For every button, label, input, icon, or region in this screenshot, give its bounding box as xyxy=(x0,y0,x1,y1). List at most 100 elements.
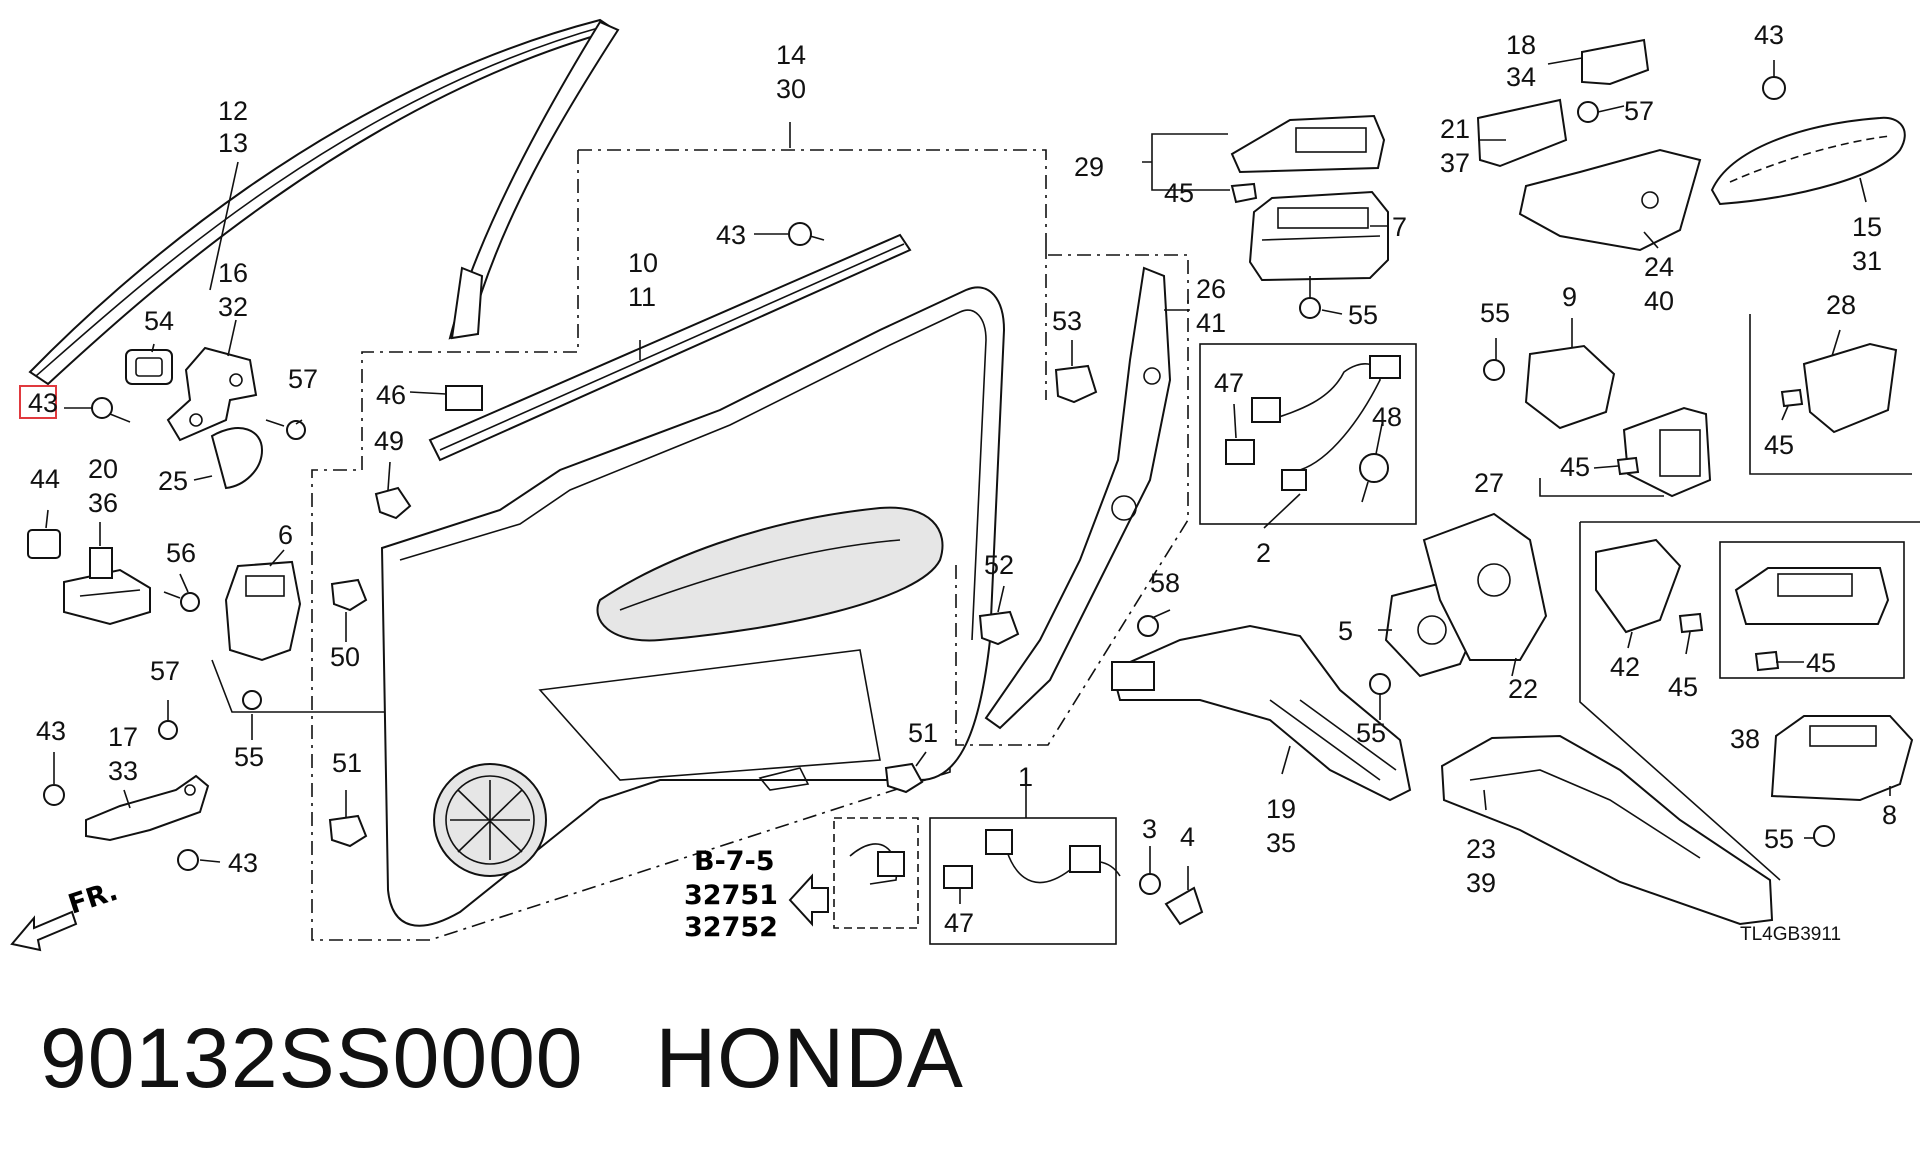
front-arrow-icon xyxy=(10,910,78,952)
part-4-lens xyxy=(1164,886,1204,926)
harness-1-box xyxy=(929,817,1117,945)
label-15: 15 xyxy=(1852,212,1882,242)
label-44: 44 xyxy=(30,464,60,494)
label-31: 31 xyxy=(1852,246,1882,276)
part-57-screw-c xyxy=(1577,101,1599,123)
label-45a: 45 xyxy=(1164,178,1194,208)
label-46: 46 xyxy=(376,380,406,410)
label-55d: 55 xyxy=(1356,718,1386,748)
label-29: 29 xyxy=(1074,152,1104,182)
label-17: 17 xyxy=(108,722,138,752)
part-45-clip-e xyxy=(1754,650,1780,672)
label-32: 32 xyxy=(218,292,248,322)
part-55-screw-d xyxy=(1369,673,1391,695)
label-50: 50 xyxy=(330,642,360,672)
part-3-bulb xyxy=(1139,873,1161,895)
label-43-highlighted: 43 xyxy=(28,388,58,418)
label-57a: 57 xyxy=(288,364,318,394)
part-56-screw xyxy=(163,591,200,612)
part-51-clip-b xyxy=(884,762,924,794)
part-1-harness xyxy=(985,829,1121,884)
part-50-clip xyxy=(330,578,368,612)
ref-block-part-b: 32752 xyxy=(684,912,778,943)
label-40: 40 xyxy=(1644,286,1674,316)
group-38-box xyxy=(1579,521,1920,881)
part-28-cover xyxy=(1802,342,1898,434)
label-47b: 47 xyxy=(944,908,974,938)
label-51b: 51 xyxy=(908,718,938,748)
label-45b: 45 xyxy=(1560,452,1590,482)
label-45d: 45 xyxy=(1668,672,1698,702)
part-42-bezel xyxy=(1595,538,1682,634)
caption-brand: HONDA xyxy=(655,1011,964,1105)
part-55-screw-e xyxy=(1813,825,1835,847)
label-4: 4 xyxy=(1180,822,1195,852)
door-trim-panel xyxy=(380,286,1006,927)
label-28: 28 xyxy=(1826,290,1856,320)
part-43-screw-e xyxy=(1762,76,1786,100)
label-55e: 55 xyxy=(1764,824,1794,854)
label-8: 8 xyxy=(1882,800,1897,830)
label-20: 20 xyxy=(88,454,118,484)
label-24: 24 xyxy=(1644,252,1674,282)
pillar-trim-box xyxy=(955,254,1189,746)
front-marker: FR. xyxy=(65,876,122,921)
label-58: 58 xyxy=(1150,568,1180,598)
label-7: 7 xyxy=(1392,212,1407,242)
ref-block-part-a: 32751 xyxy=(684,880,778,911)
part-16-32-bracket xyxy=(166,346,258,442)
part-43-screw-b xyxy=(788,222,825,246)
part-27-switch-bezel xyxy=(1622,406,1712,498)
label-56: 56 xyxy=(166,538,196,568)
ref-harness-box xyxy=(833,817,919,929)
label-43b: 43 xyxy=(716,220,746,250)
label-12: 12 xyxy=(218,96,248,126)
label-6: 6 xyxy=(278,520,293,550)
label-2: 2 xyxy=(1256,538,1271,568)
part-54-clip xyxy=(125,349,173,385)
label-42: 42 xyxy=(1610,652,1640,682)
label-22: 22 xyxy=(1508,674,1538,704)
part-49-clip xyxy=(374,486,412,520)
label-45e: 45 xyxy=(1806,648,1836,678)
leader-lines xyxy=(45,57,1891,904)
part-55-screw-c xyxy=(1483,359,1505,381)
label-25: 25 xyxy=(158,466,188,496)
part-2-harness xyxy=(1251,355,1401,491)
label-45c: 45 xyxy=(1764,430,1794,460)
part-19-35-pocket xyxy=(1110,624,1412,802)
part-43-screw-c xyxy=(43,784,65,806)
part-8-switch xyxy=(1770,715,1914,802)
part-9-switch xyxy=(1524,344,1616,430)
part-6-switch xyxy=(224,560,302,662)
part-55-screw-b xyxy=(1299,297,1321,319)
label-38: 38 xyxy=(1730,724,1760,754)
part-52-clip xyxy=(978,610,1020,646)
label-43c: 43 xyxy=(36,716,66,746)
group-28-box xyxy=(1749,314,1912,475)
caption: 90132SS0000 HONDA xyxy=(40,1010,1036,1107)
part-26-41-pillar-trim xyxy=(984,266,1172,730)
label-13: 13 xyxy=(218,128,248,158)
part-labels: 12 13 14 30 10 11 16 32 54 57 43 25 46 4… xyxy=(28,20,1897,938)
label-52: 52 xyxy=(984,550,1014,580)
label-1: 1 xyxy=(1018,762,1033,792)
door-panel-box xyxy=(311,149,1047,941)
label-55c: 55 xyxy=(1480,298,1510,328)
part-45-clip-d xyxy=(1678,612,1704,634)
part-12-13-sash-molding xyxy=(28,18,618,386)
caption-part-number: 90132SS0000 xyxy=(40,1011,584,1105)
label-10: 10 xyxy=(628,248,658,278)
part-55-screw-a xyxy=(242,690,262,710)
ref-arrow-icon xyxy=(788,873,829,927)
part-15-31-armrest xyxy=(1710,116,1906,206)
label-39: 39 xyxy=(1466,868,1496,898)
part-46-clip xyxy=(445,385,483,411)
label-18: 18 xyxy=(1506,30,1536,60)
label-21: 21 xyxy=(1440,114,1470,144)
label-51a: 51 xyxy=(332,748,362,778)
part-44-clip xyxy=(27,529,61,559)
label-16: 16 xyxy=(218,258,248,288)
part-47-clip-a xyxy=(1225,439,1255,465)
